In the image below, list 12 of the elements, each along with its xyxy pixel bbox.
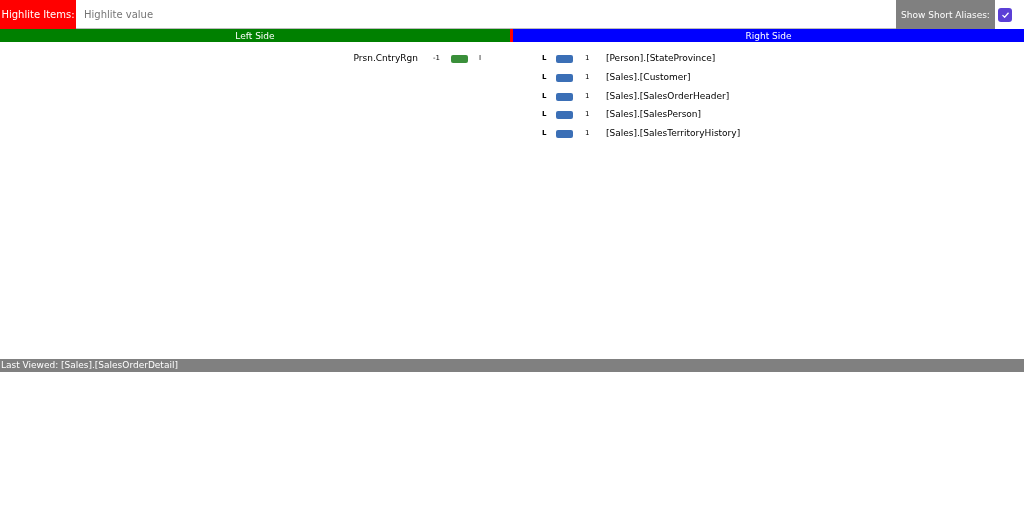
item-name: [Sales].[SalesOrderHeader] — [606, 91, 730, 101]
status-label: Last Viewed: — [1, 360, 59, 370]
item-name: [Person].[StateProvince] — [606, 53, 716, 63]
item-name: [Sales].[SalesTerritoryHistory] — [606, 128, 741, 138]
item-name: [Sales].[Customer] — [606, 72, 691, 82]
right-side-header: Right Side — [513, 29, 1024, 42]
toggle-label: Show Short Aliases: — [896, 0, 995, 29]
item-name: Prsn.CntryRgn — [353, 53, 418, 63]
item-name: [Sales].[SalesPerson] — [606, 109, 702, 119]
highlight-label: Highlite Items: — [0, 0, 76, 29]
left-side-header: Left Side — [0, 29, 510, 42]
status-value: [Sales].[SalesOrderDetail] — [61, 360, 178, 370]
